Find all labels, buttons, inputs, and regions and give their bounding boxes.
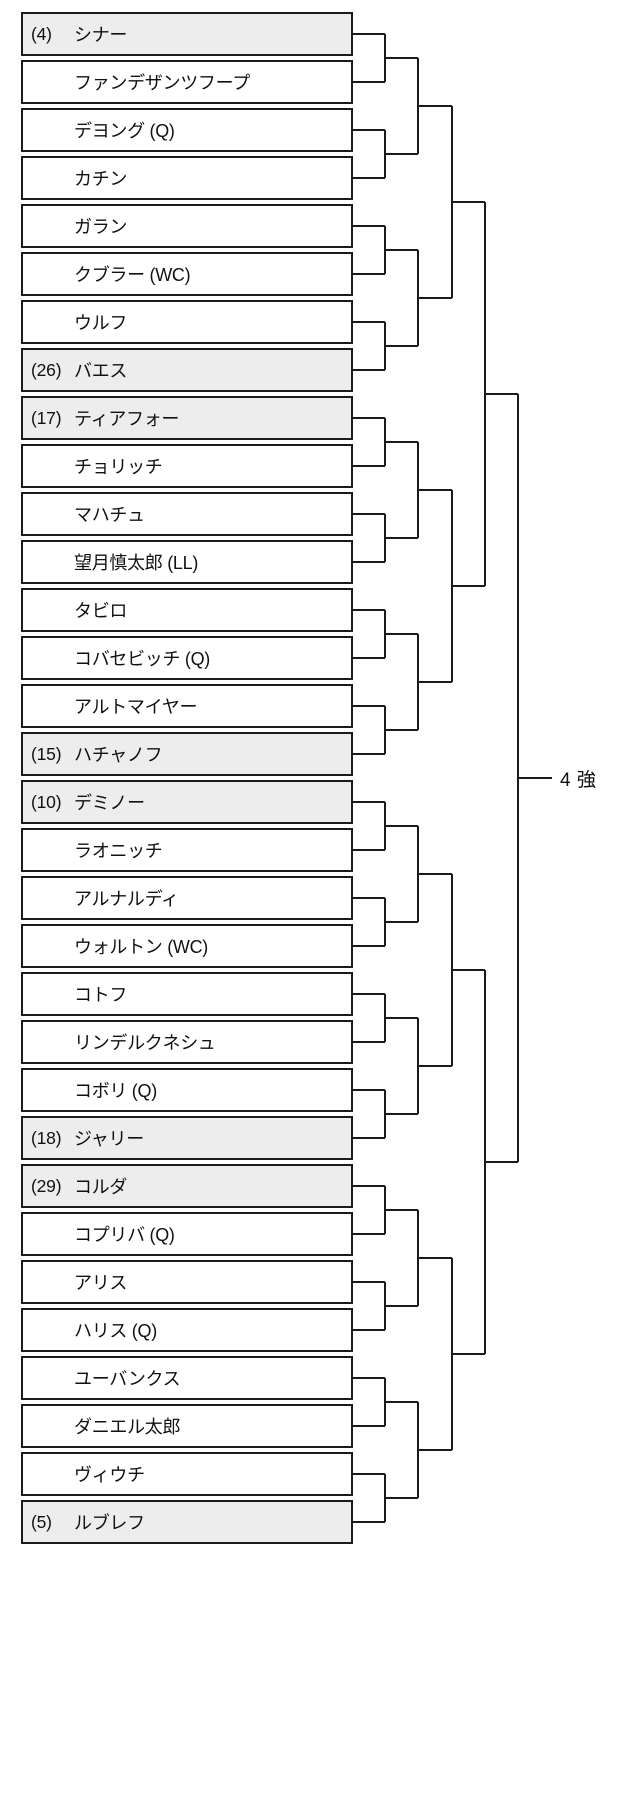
bracket-slot[interactable]: リンデルクネシュ [21, 1020, 353, 1064]
slot-seed-number: (18) [31, 1127, 62, 1148]
slot-player-name: リンデルクネシュ [74, 1033, 216, 1053]
slot-player-name: タビロ [74, 601, 128, 621]
bracket-slot[interactable]: (17) ティアフォー [21, 396, 353, 440]
slot-seed-number: (10) [31, 791, 62, 812]
bracket-slot[interactable]: (15) ハチャノフ [21, 732, 353, 776]
bracket-slot[interactable]: ウォルトン (WC) [21, 924, 353, 968]
bracket-slot[interactable]: 望月慎太郎 (LL) [21, 540, 353, 584]
bracket-slot[interactable]: (26) バエス [21, 348, 353, 392]
bracket-slot[interactable]: タビロ [21, 588, 353, 632]
slot-seed-number: (17) [31, 407, 62, 428]
bracket-slot[interactable]: アルトマイヤー [21, 684, 353, 728]
slot-player-name: マハチュ [74, 505, 145, 525]
slot-player-name: ウルフ [74, 313, 128, 333]
bracket-slot[interactable]: クブラー (WC) [21, 252, 353, 296]
bracket-slot[interactable]: アルナルディ [21, 876, 353, 920]
slot-player-name: コバセビッチ (Q) [74, 649, 210, 669]
slot-player-name: クブラー (WC) [74, 265, 191, 285]
bracket-slot[interactable]: ガラン [21, 204, 353, 248]
slot-seed-number: (26) [31, 359, 62, 380]
slot-player-name: コルダ [74, 1177, 128, 1197]
slot-player-name: ティアフォー [74, 409, 180, 429]
bracket-slot[interactable]: アリス [21, 1260, 353, 1304]
bracket-slot[interactable]: デヨング (Q) [21, 108, 353, 152]
slot-player-name: ユーバンクス [74, 1369, 181, 1389]
bracket-slot[interactable]: チョリッチ [21, 444, 353, 488]
bracket-slot[interactable]: マハチュ [21, 492, 353, 536]
slot-seed-number: (29) [31, 1175, 62, 1196]
slot-player-name: ファンデザンツフープ [74, 73, 250, 93]
bracket-slot[interactable]: ヴィウチ [21, 1452, 353, 1496]
slot-player-name: コボリ (Q) [74, 1081, 157, 1101]
slot-player-name: ハチャノフ [74, 745, 163, 765]
bracket-slot[interactable]: コプリバ (Q) [21, 1212, 353, 1256]
bracket-slot[interactable]: (5) ルブレフ [21, 1500, 353, 1544]
bracket-slot[interactable]: ファンデザンツフープ [21, 60, 353, 104]
bracket-slot[interactable]: ハリス (Q) [21, 1308, 353, 1352]
slot-player-name: ダニエル太郎 [74, 1417, 181, 1437]
bracket-slot[interactable]: ダニエル太郎 [21, 1404, 353, 1448]
slot-player-name: アルトマイヤー [74, 697, 198, 717]
bracket-slot[interactable]: (29) コルダ [21, 1164, 353, 1208]
bracket-slot[interactable]: ラオニッチ [21, 828, 353, 872]
slot-player-name: ガラン [74, 217, 128, 237]
slot-player-name: カチン [74, 169, 128, 189]
slot-seed-number: (4) [31, 23, 52, 44]
slot-player-name: ラオニッチ [74, 841, 163, 861]
slot-player-name: ハリス (Q) [74, 1321, 157, 1341]
slot-player-name: ウォルトン (WC) [74, 937, 208, 957]
slot-player-name: バエス [74, 361, 128, 381]
slot-player-name: シナー [74, 25, 128, 45]
bracket-slot[interactable]: コトフ [21, 972, 353, 1016]
slot-player-name: アリス [74, 1273, 128, 1293]
bracket-slot[interactable]: コバセビッチ (Q) [21, 636, 353, 680]
slot-player-name: コトフ [74, 985, 128, 1005]
bracket-slot[interactable]: カチン [21, 156, 353, 200]
bracket-slot[interactable]: (4) シナー [21, 12, 353, 56]
slot-player-name: デミノー [74, 793, 145, 813]
bracket-slot[interactable]: (10) デミノー [21, 780, 353, 824]
slot-seed-number: (5) [31, 1511, 52, 1532]
slot-player-name: ジャリー [74, 1129, 144, 1149]
semifinal-round-label: 4 強 [560, 770, 597, 791]
slot-player-name: アルナルディ [74, 889, 179, 909]
slot-player-name: 望月慎太郎 (LL) [74, 553, 199, 573]
bracket-slot[interactable]: コボリ (Q) [21, 1068, 353, 1112]
bracket-slot[interactable]: ユーバンクス [21, 1356, 353, 1400]
slot-player-name: ルブレフ [74, 1513, 145, 1533]
slot-player-name: デヨング (Q) [74, 121, 175, 141]
slot-player-name: コプリバ (Q) [74, 1225, 175, 1245]
bracket-slot[interactable]: ウルフ [21, 300, 353, 344]
slot-seed-number: (15) [31, 743, 62, 764]
slot-player-name: ヴィウチ [74, 1465, 145, 1485]
bracket-slot[interactable]: (18) ジャリー [21, 1116, 353, 1160]
slot-player-name: チョリッチ [74, 457, 163, 477]
